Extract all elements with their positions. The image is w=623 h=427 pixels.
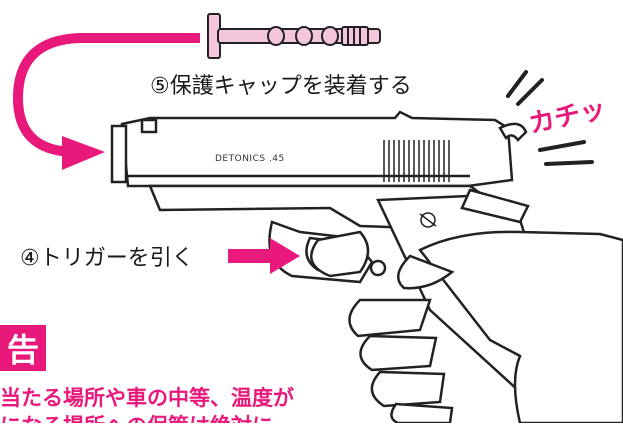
warning-line-2: になる場所への保管は絶対に (0, 410, 273, 423)
model-marking: DETONICS .45 (215, 154, 285, 164)
pistol-slide (110, 110, 528, 188)
curved-arrow-icon (12, 33, 200, 170)
impact-lines-icon (506, 70, 594, 166)
step4-caption: ④トリガーを引く (20, 246, 194, 271)
arrow-right-icon (228, 238, 300, 274)
hand (310, 230, 623, 425)
warning-badge: 告 (0, 325, 46, 371)
step5-caption: ⑤保護キャップを装着する (150, 74, 412, 99)
warning-line-1: 当たる場所や車の中等、温度が (0, 386, 294, 410)
protective-cap (207, 13, 381, 59)
